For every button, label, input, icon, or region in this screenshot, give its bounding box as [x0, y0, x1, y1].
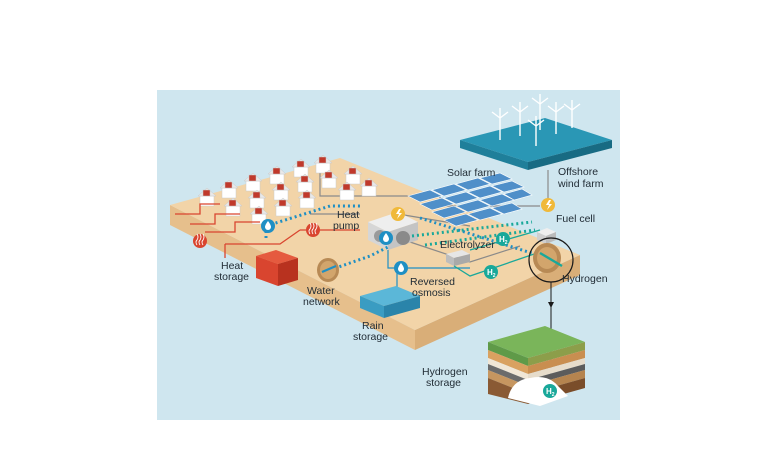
solar-farm-label: Solar farm: [447, 167, 496, 179]
heat-storage: [256, 250, 298, 286]
offshore-wind-label-line2: wind farm: [558, 178, 604, 190]
hydrogen-storage-label-line2: storage: [426, 377, 462, 389]
svg-text:H2: H2: [546, 387, 555, 398]
rain-storage-label-line2: storage: [353, 331, 389, 343]
solar-farm: [407, 172, 533, 227]
hydrogen-dotted: [411, 220, 536, 247]
heat-storage-label-line2: storage: [214, 271, 250, 283]
offshore-wind-farm: [460, 94, 612, 170]
electrolyzer-label: Electrolyzer: [440, 239, 495, 251]
heat-icon: [306, 222, 320, 237]
water-drop-icon: [394, 261, 408, 275]
hydrogen-storage-block: [488, 326, 585, 406]
house-icon: [197, 154, 379, 225]
houses: [197, 154, 379, 225]
water-network-label-line2: network: [303, 296, 340, 308]
lightning-icon: [391, 207, 405, 221]
water-drop-icon: [379, 231, 393, 245]
hydrogen-pipe: [533, 243, 563, 273]
rain-storage: [360, 286, 420, 318]
ground-top: [170, 158, 580, 330]
hydrogen-storage-label-line1: Hydrogen: [422, 366, 468, 378]
heat-pump-label-line2: pump: [333, 220, 360, 232]
h2-badge-icon: H2: [496, 232, 510, 246]
svg-text:H2: H2: [487, 268, 496, 279]
svg-text:H2: H2: [499, 235, 508, 246]
solar-panel-icon: [407, 172, 533, 227]
wind-turbine-icon: [491, 94, 581, 146]
reversed-osmosis-label-line2: osmosis: [412, 287, 451, 299]
lightning-icon: [541, 198, 555, 212]
rain-storage-label-line1: Rain: [362, 320, 384, 332]
fuel-cell-label: Fuel cell: [556, 213, 596, 225]
heat-icon: [193, 233, 207, 248]
water-network-pipe: [317, 258, 339, 282]
water-drop-icon: [261, 219, 275, 233]
hydrogen-label: Hydrogen: [562, 273, 608, 285]
heat-pump-label-line1: Heat: [337, 209, 360, 221]
electrolyzer: [446, 250, 470, 266]
h2-badge-icon: H2: [484, 265, 498, 279]
heat-storage-label-line1: Heat: [221, 260, 244, 272]
water-network-label-line1: Water: [307, 285, 335, 297]
reversed-osmosis-label-line1: Reversed: [410, 276, 455, 288]
h2-badge-icon: H2: [543, 384, 557, 398]
offshore-wind-label-line1: Offshore: [558, 166, 599, 178]
heat-lines: [175, 203, 360, 258]
